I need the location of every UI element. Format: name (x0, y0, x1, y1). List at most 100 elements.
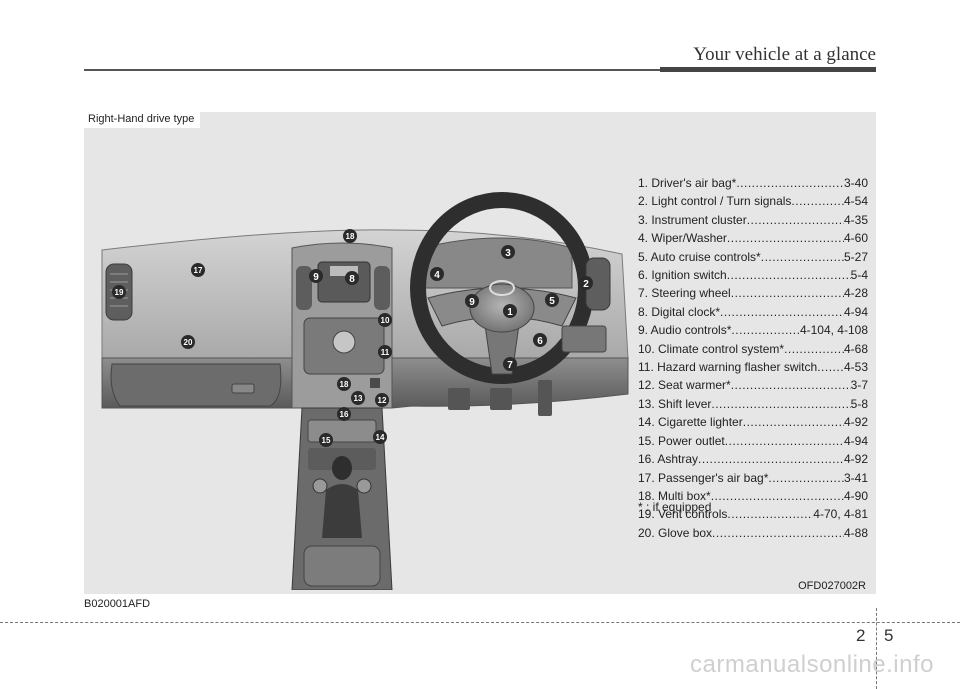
callout-14: 14 (373, 430, 387, 444)
legend-item: 7. Steering wheel 4-28 (638, 284, 868, 302)
legend-item: 18. Multi box* 4-90 (638, 487, 868, 505)
callout-2-label: 2 (583, 279, 589, 290)
legend-item-page: 4-53 (843, 360, 868, 375)
chapter-number: 2 (856, 626, 866, 645)
legend-item: 15. Power outlet 4-94 (638, 432, 868, 450)
legend-item-page: 4-68 (843, 341, 868, 356)
legend-item-label: 19. Vent controls (638, 507, 728, 522)
callout-4-label: 4 (434, 270, 440, 281)
legend-item-page: 4-60 (843, 231, 868, 246)
legend-item: 14. Cigarette lighter4-92 (638, 413, 868, 431)
legend-item-label: 6. Ignition switch (638, 268, 727, 283)
panel-label: Right-Hand drive type (84, 112, 201, 128)
brand-logo (489, 280, 515, 296)
callout-11: 11 (378, 345, 392, 359)
legend-item-label: 10. Climate control system* (638, 341, 785, 356)
legend-item-page: 4-70, 4-81 (813, 507, 868, 522)
side-switch-panel (561, 325, 607, 353)
callout-2: 2 (579, 276, 593, 290)
legend-item-label: 12. Seat warmer* (638, 378, 731, 393)
callout-18b: 18 (337, 377, 351, 391)
legend-item-page: 3-7 (850, 378, 868, 393)
legend-item-label: 4. Wiper/Washer (638, 231, 727, 246)
legend-item-label: 20. Glove box (638, 525, 713, 540)
callout-5: 5 (545, 293, 559, 307)
callout-17-label: 17 (194, 266, 203, 275)
legend-item: 16. Ashtray 4-92 (638, 450, 868, 468)
legend-item: 6. Ignition switch 5-4 (638, 266, 868, 284)
center-vent-left (296, 266, 312, 310)
legend-item: 11. Hazard warning flasher switch 4-53 (638, 358, 868, 376)
legend-item-page: 4-94 (843, 433, 868, 448)
legend-item: 19. Vent controls 4-70, 4-81 (638, 505, 868, 523)
glove-box (110, 363, 282, 407)
legend-item: 20. Glove box 4-88 (638, 524, 868, 542)
legend-item: 9. Audio controls* 4-104, 4-108 (638, 321, 868, 339)
armrest (303, 545, 381, 587)
legend-item-page: 5-27 (843, 249, 868, 264)
legend-item: 2. Light control / Turn signals 4-54 (638, 192, 868, 210)
legend-item-label: 13. Shift lever (638, 396, 712, 411)
callout-17: 17 (191, 263, 205, 277)
legend-item-label: 1. Driver's air bag* (638, 176, 737, 190)
callout-4: 4 (430, 267, 444, 281)
legend-item: 12. Seat warmer* 3-7 (638, 376, 868, 394)
instrument-hood (421, 237, 573, 289)
multi-box (307, 419, 377, 443)
clock-display (330, 266, 358, 276)
callout-14-label: 14 (376, 433, 385, 442)
legend-item: 17. Passenger's air bag* 3-41 (638, 469, 868, 487)
callout-7-label: 7 (507, 360, 513, 371)
legend-item: 5. Auto cruise controls* 5-27 (638, 248, 868, 266)
legend-item-label: 7. Steering wheel (638, 286, 731, 301)
legend-list: 1. Driver's air bag* 3-40 2. Light contr… (638, 174, 868, 542)
legend-item-page: 5-4 (850, 268, 868, 283)
page-number: 5 (884, 626, 894, 645)
legend-item-page: 3-41 (843, 470, 868, 485)
legend-item-label: 9. Audio controls* (638, 323, 732, 338)
legend-item-page: 4-88 (843, 525, 868, 540)
callout-18b-label: 18 (340, 380, 349, 389)
figure-code: B020001AFD (84, 598, 151, 610)
callout-15: 15 (319, 433, 333, 447)
brake-pedal (490, 388, 512, 410)
header-rule-thick (660, 67, 876, 72)
legend-item-page: 4-104, 4-108 (799, 323, 868, 338)
accelerator-pedal (538, 380, 552, 416)
legend-item-page: 4-54 (843, 194, 868, 209)
legend-item-page: 5-8 (850, 396, 868, 411)
callout-6-label: 6 (537, 336, 543, 347)
hazard-switch (370, 378, 380, 388)
legend-item-label: 17. Passenger's air bag* (638, 470, 769, 485)
legend-item-label: 16. Ashtray (638, 452, 699, 467)
legend-item-label: 11. Hazard warning flasher switch (638, 360, 818, 375)
callout-16-label: 16 (340, 410, 349, 419)
footer-vertical-divider (876, 608, 877, 689)
callout-20: 20 (181, 335, 195, 349)
legend-item-label: 3. Instrument cluster (638, 212, 747, 227)
callout-18a: 18 (343, 229, 357, 243)
legend-item-page: 4-35 (843, 212, 868, 227)
callout-3: 3 (501, 245, 515, 259)
legend-item: 1. Driver's air bag* 3-40 (638, 174, 868, 192)
shift-boot (322, 484, 362, 538)
watermark: carmanualsonline.info (690, 651, 934, 678)
callout-12: 12 (375, 393, 389, 407)
legend-item-page: 4-28 (843, 286, 868, 301)
callout-9b: 9 (465, 294, 479, 308)
callout-9a-label: 9 (313, 272, 319, 283)
center-vent-right (374, 266, 390, 310)
legend-item: 10. Climate control system* 4-68 (638, 340, 868, 358)
callout-1: 1 (503, 304, 517, 318)
illustration-panel: Right-Hand drive type (84, 112, 876, 594)
callout-6: 6 (533, 333, 547, 347)
steering-hub (469, 283, 535, 333)
callout-5-label: 5 (549, 296, 555, 307)
climate-knob (332, 330, 356, 354)
legend-item: 13. Shift lever 5-8 (638, 395, 868, 413)
callout-10: 10 (378, 313, 392, 327)
legend-item: 4. Wiper/Washer 4-60 (638, 229, 868, 247)
callout-8-label: 8 (349, 274, 355, 285)
footer-divider (0, 622, 960, 623)
callout-19-label: 19 (115, 288, 124, 297)
